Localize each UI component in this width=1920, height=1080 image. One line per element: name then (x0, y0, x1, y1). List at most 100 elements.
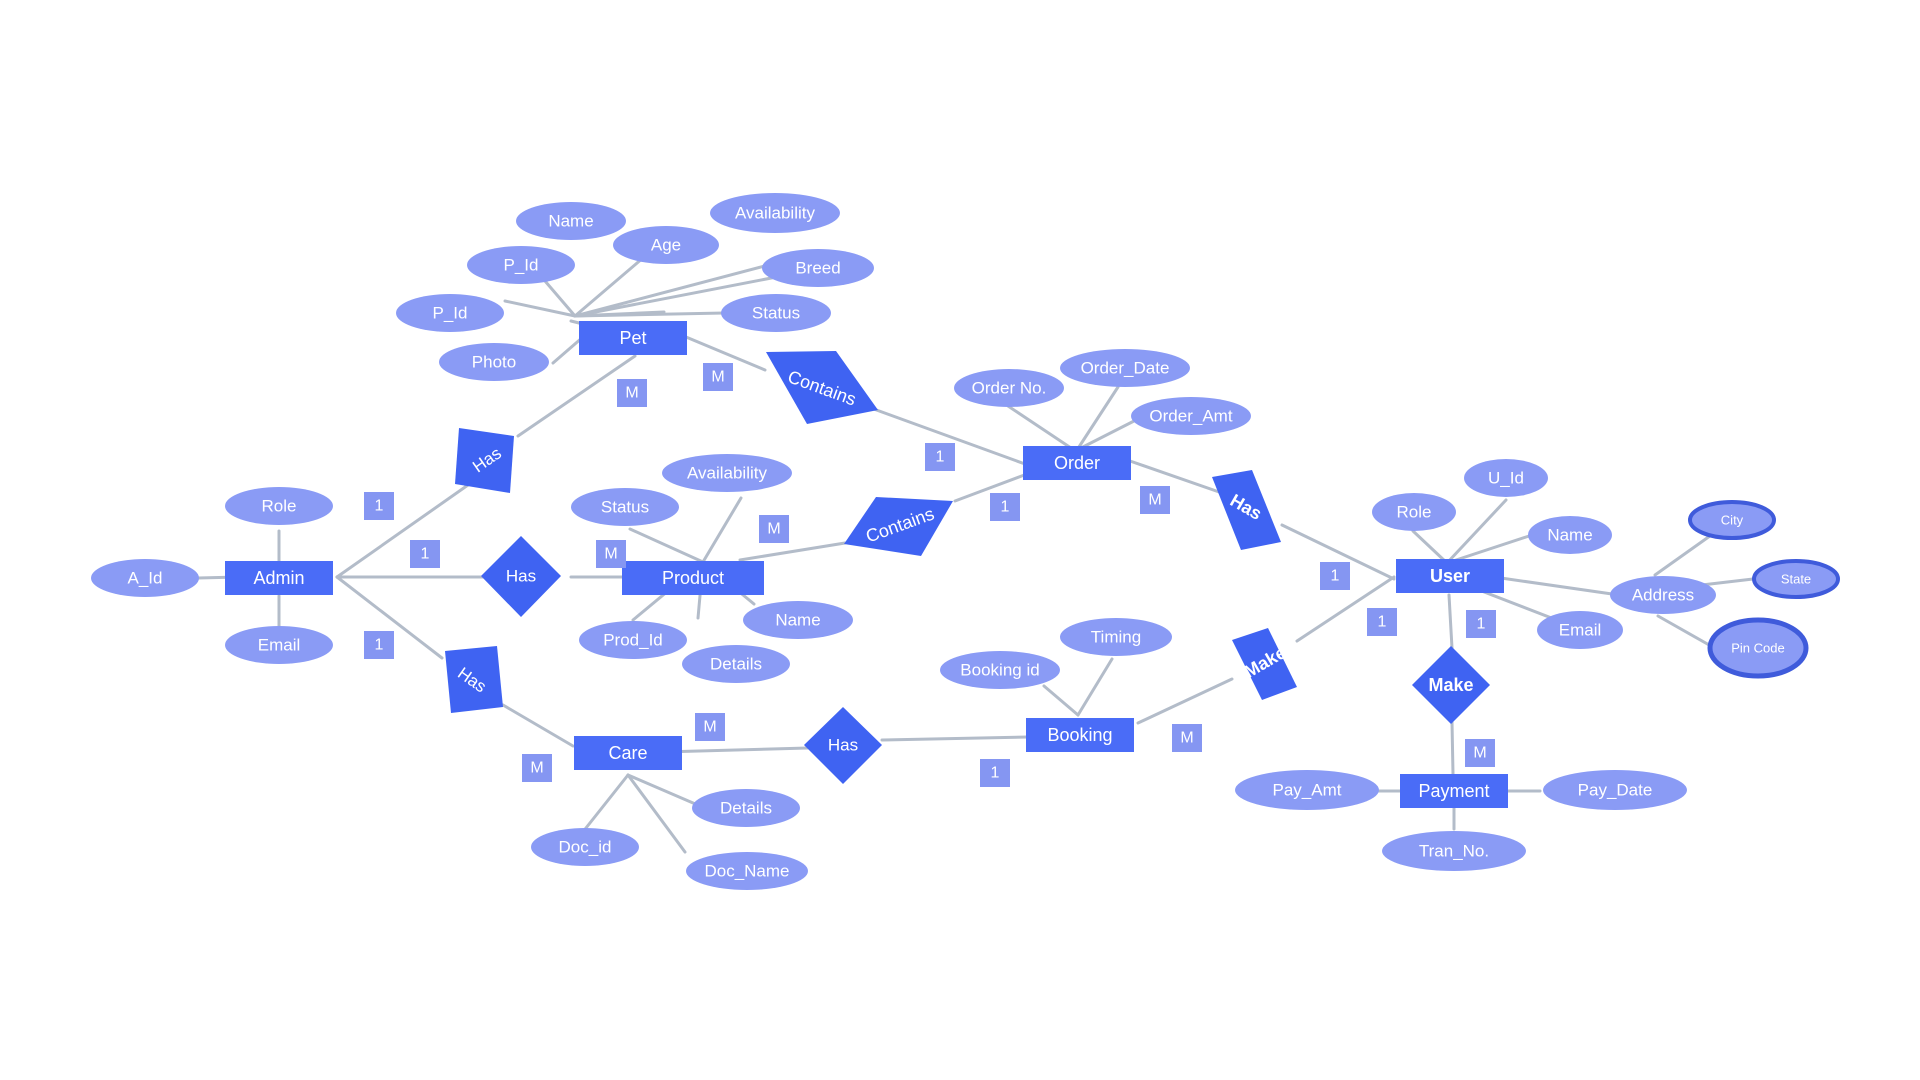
connector-line (1445, 534, 1531, 565)
attribute-booking-1[interactable]: Booking id (940, 651, 1060, 689)
attribute-user-0[interactable]: U_Id (1464, 459, 1548, 497)
connector-line (628, 527, 705, 564)
attribute-pet-5[interactable]: P_Id (396, 294, 504, 332)
attribute-address-1[interactable]: State (1752, 559, 1840, 599)
attribute-label: State (1781, 572, 1811, 587)
entity-admin[interactable]: Admin (225, 561, 333, 595)
attribute-user-4[interactable]: Address (1610, 576, 1716, 614)
connector-line (573, 261, 778, 318)
cardinality-booking-has-1: 1 (980, 759, 1010, 787)
relationship-admin-care-has[interactable]: Has (445, 646, 503, 713)
connector-line (1075, 418, 1138, 452)
attribute-product-3[interactable]: Prod_Id (579, 621, 687, 659)
attribute-user-3[interactable]: Email (1537, 611, 1623, 649)
connector-line (1128, 459, 1224, 495)
attribute-payment-0[interactable]: Pay_Amt (1235, 770, 1379, 810)
attribute-ellipse (940, 651, 1060, 689)
attribute-label: City (1721, 513, 1744, 528)
attribute-admin-0[interactable]: Role (225, 487, 333, 525)
attribute-ellipse (1372, 493, 1456, 531)
attribute-product-1[interactable]: Status (571, 488, 679, 526)
attribute-care-0[interactable]: Details (692, 789, 800, 827)
cardinality-box (364, 492, 394, 520)
entity-product[interactable]: Product (622, 561, 764, 595)
relationship-booking-user-make[interactable]: Make (1232, 628, 1297, 700)
attribute-pet-0[interactable]: Name (516, 202, 626, 240)
attribute-pet-3[interactable]: P_Id (467, 246, 575, 284)
cardinality-product-has-m: M (596, 540, 626, 568)
relationship-diamond (445, 646, 503, 713)
attribute-order-0[interactable]: Order No. (954, 369, 1064, 407)
relationship-admin-pet-has[interactable]: Has (455, 428, 514, 493)
attribute-label: Order No. (972, 379, 1047, 398)
cardinality-care-m: M (695, 713, 725, 741)
relationship-user-payment-make[interactable]: Make (1412, 646, 1490, 724)
relationship-pet-order-contains[interactable]: Contains (766, 351, 878, 424)
attribute-ellipse (1382, 831, 1526, 871)
attribute-label: P_Id (504, 256, 539, 275)
attribute-label: Address (1632, 586, 1694, 605)
attribute-booking-0[interactable]: Timing (1060, 618, 1172, 656)
attribute-label: Role (262, 497, 297, 516)
entity-user[interactable]: User (1396, 559, 1504, 593)
connector-line (580, 773, 630, 835)
attribute-address-2[interactable]: Pin Code (1707, 617, 1809, 679)
attribute-order-1[interactable]: Order_Date (1060, 349, 1190, 387)
relationship-admin-product-has[interactable]: Has (481, 536, 561, 617)
attribute-order-2[interactable]: Order_Amt (1131, 397, 1251, 435)
cardinality-box (1465, 739, 1495, 767)
attribute-product-4[interactable]: Details (682, 645, 790, 683)
cardinality-label: 1 (1378, 614, 1387, 631)
attribute-admin-1[interactable]: A_Id (91, 559, 199, 597)
attribute-ellipse (954, 369, 1064, 407)
attribute-user-2[interactable]: Name (1528, 516, 1612, 554)
attribute-payment-2[interactable]: Tran_No. (1382, 831, 1526, 871)
relationship-care-booking-has[interactable]: Has (804, 707, 882, 784)
attribute-ellipse (613, 226, 719, 264)
relationship-diamond (804, 707, 882, 784)
connector-line (1042, 684, 1080, 717)
entity-payment[interactable]: Payment (1400, 774, 1508, 808)
attribute-address-0[interactable]: City (1688, 500, 1776, 540)
entity-box (225, 561, 333, 595)
attribute-ellipse (762, 249, 874, 287)
cardinality-box (759, 515, 789, 543)
attribute-product-0[interactable]: Availability (662, 454, 792, 492)
relationship-order-user-has[interactable]: Has (1212, 470, 1281, 550)
entity-label: Order (1054, 453, 1100, 473)
attribute-admin-2[interactable]: Email (225, 626, 333, 664)
connector-line (1136, 677, 1234, 725)
attribute-product-2[interactable]: Name (743, 601, 853, 639)
attribute-label: Photo (472, 353, 516, 372)
connector-line (335, 575, 444, 660)
attribute-label: Email (258, 636, 301, 655)
entity-box (1396, 559, 1504, 593)
attribute-payment-1[interactable]: Pay_Date (1543, 770, 1687, 810)
cardinality-label: 1 (421, 546, 430, 563)
cardinality-box (925, 443, 955, 471)
attribute-label: Doc_id (559, 838, 612, 857)
entity-care[interactable]: Care (574, 736, 682, 770)
cardinality-admin-has-pet-1: 1 (364, 492, 394, 520)
entity-order[interactable]: Order (1023, 446, 1131, 480)
attribute-care-2[interactable]: Doc_Name (686, 852, 808, 890)
entity-pet[interactable]: Pet (579, 321, 687, 355)
attribute-pet-6[interactable]: Status (721, 294, 831, 332)
attribute-pet-4[interactable]: Breed (762, 249, 874, 287)
relationship-product-order-contains[interactable]: Contains (844, 497, 953, 556)
cardinality-booking-make-m: M (1172, 724, 1202, 752)
attribute-pet-2[interactable]: Availability (710, 193, 840, 233)
attribute-label: Timing (1091, 628, 1141, 647)
attribute-pet-1[interactable]: Age (613, 226, 719, 264)
entity-box (622, 561, 764, 595)
attribute-label: Status (601, 498, 649, 517)
entity-booking[interactable]: Booking (1026, 718, 1134, 752)
cardinality-label: M (530, 760, 543, 777)
attribute-label: Doc_Name (704, 862, 789, 881)
attribute-ellipse (1707, 617, 1809, 679)
relationship-label: Has (828, 736, 858, 755)
attribute-pet-7[interactable]: Photo (439, 343, 549, 381)
attribute-care-1[interactable]: Doc_id (531, 828, 639, 866)
attribute-user-1[interactable]: Role (1372, 493, 1456, 531)
